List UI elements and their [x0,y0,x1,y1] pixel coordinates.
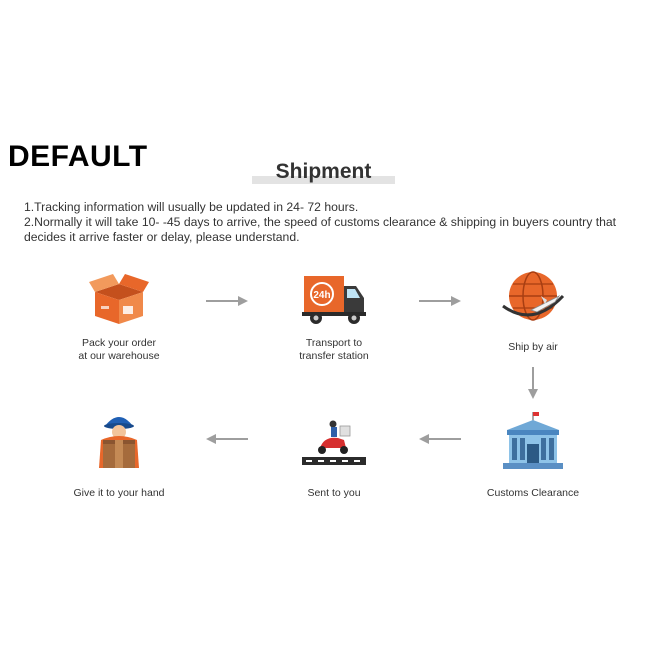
shipment-title: Shipment [252,160,395,186]
courier-package-icon [99,417,139,468]
shipping-notes: 1.Tracking information will usually be u… [24,200,634,245]
title-underline [252,176,395,184]
page-title: Shipment [275,160,372,183]
truck-24h-icon: 24h [302,276,366,324]
arrow-left-icon [419,434,461,444]
note-delivery-time: 2.Normally it will take 10- -45 days to … [24,215,617,244]
step-label: Pack your order at our warehouse [78,337,160,362]
arrow-right-icon [419,296,461,306]
default-watermark: DEFAULT [8,140,148,173]
globe-airplane-icon [502,271,565,321]
step-label: Customs Clearance [486,487,580,499]
svg-text:24h: 24h [313,290,330,301]
step-label: Sent to you [307,487,361,499]
arrow-right-icon [206,296,248,306]
step-label: Ship by air [508,341,558,353]
step-label: Transport to transfer station [299,337,369,362]
arrow-left-icon [206,434,248,444]
box-icon [89,274,149,324]
arrow-down-icon [528,367,538,399]
customs-building-icon [503,412,563,469]
step-label: Give it to your hand [73,487,165,499]
delivery-scooter-icon [302,420,366,465]
note-tracking: 1.Tracking information will usually be u… [24,200,359,214]
